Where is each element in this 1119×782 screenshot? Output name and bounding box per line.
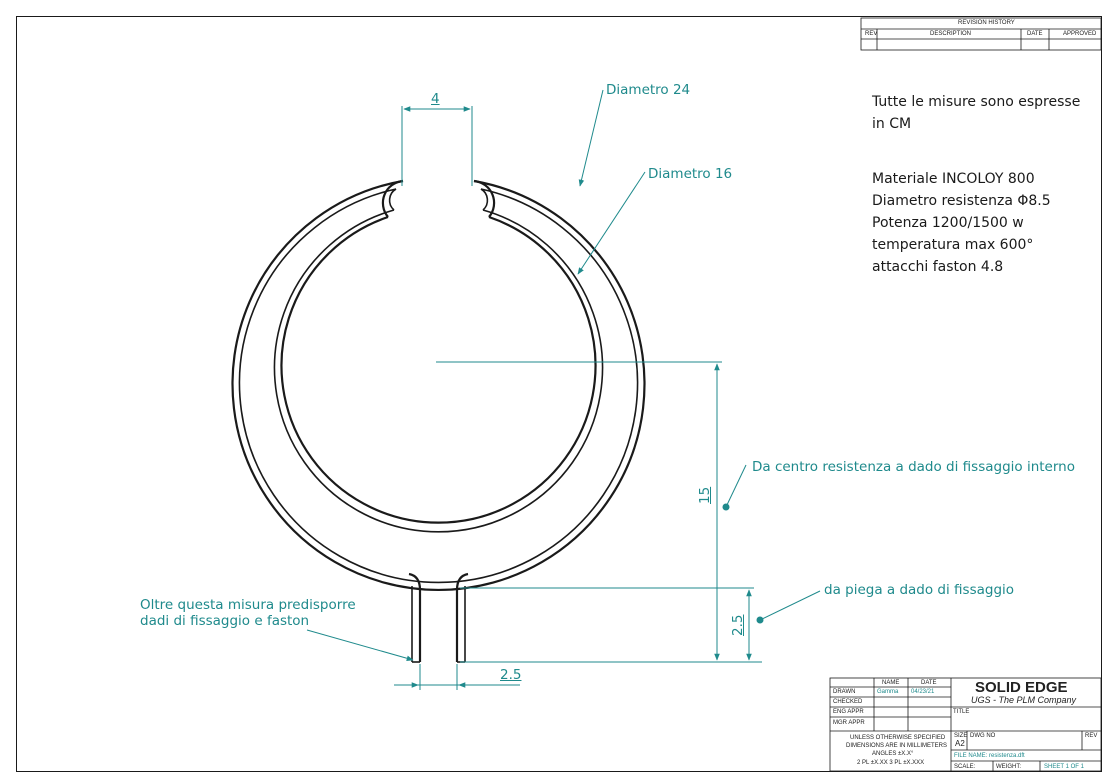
tb-tol-4: 2 PL ±X.XX 3 PL ±X.XXX <box>857 760 925 766</box>
rev-col-rev: REV <box>865 31 878 37</box>
rev-col-approved: APPROVED <box>1063 31 1097 37</box>
spec-faston: attacchi faston 4.8 <box>872 259 1004 275</box>
right-lead <box>455 572 469 662</box>
spec-temperature: temperatura max 600° <box>872 237 1034 253</box>
tb-drawn-name: Gamma <box>877 689 899 695</box>
label-left-note-2: dadi di fissaggio e faston <box>140 613 310 629</box>
label-diam-inner: Diametro 16 <box>648 166 733 182</box>
tb-weight-label: WEIGHT: <box>996 764 1021 770</box>
dim-height-main <box>460 363 762 663</box>
leader-bend <box>759 590 821 621</box>
spec-material: Materiale INCOLOY 800 <box>872 171 1035 187</box>
tb-rev-label: REV <box>1085 733 1098 739</box>
dim-height-small-label: 2.5 <box>730 614 746 636</box>
heater-outer-contour <box>231 179 646 591</box>
tb-drawn-date: 04/23/21 <box>911 689 935 695</box>
left-end-cap-inner <box>388 188 397 211</box>
brand-name: SOLID EDGE <box>975 679 1068 696</box>
leader-left <box>306 629 414 661</box>
leader-diam-inner <box>577 171 646 275</box>
note-units-1: Tutte le misure sono espresse <box>872 94 1081 110</box>
tb-col-name: NAME <box>882 680 900 686</box>
dim-gap <box>401 106 473 186</box>
right-end-cap-inner <box>480 188 489 211</box>
right-end-cap <box>473 179 496 218</box>
tb-col-date: DATE <box>921 680 937 686</box>
note-units-2: in CM <box>872 116 912 132</box>
left-end-cap <box>381 179 404 218</box>
brand-subtitle: UGS - The PLM Company <box>971 695 1077 705</box>
tb-size-value: A2 <box>955 739 965 748</box>
label-bend-note: da piega a dado di fissaggio <box>824 582 1015 598</box>
heater-inner-contour-2 <box>273 209 604 533</box>
label-center-note: Da centro resistenza a dado di fissaggio… <box>752 459 1075 475</box>
dot-center <box>722 503 730 511</box>
tb-row-checked: CHECKED <box>833 699 863 705</box>
tb-tol-2: DIMENSIONS ARE IN MILLIMETERS <box>846 743 948 749</box>
tb-file-name: FILE NAME: resistenza.dft <box>954 753 1025 759</box>
tb-row-eng: ENG APPR <box>833 709 864 715</box>
label-diam-outer: Diametro 24 <box>606 82 691 98</box>
leader-diam-outer <box>578 89 604 187</box>
leader-center <box>725 464 747 508</box>
spec-diameter: Diametro resistenza Φ8.5 <box>872 193 1051 209</box>
spec-power: Potenza 1200/1500 w <box>872 215 1024 231</box>
rev-col-date: DATE <box>1027 31 1043 37</box>
revision-history-title: REVISION HISTORY <box>958 20 1015 26</box>
dim-height-main-label: 15 <box>697 486 713 504</box>
heater-inner-contour <box>280 215 597 524</box>
left-lead <box>408 572 422 662</box>
tb-tol-3: ANGLES ±X.X° <box>872 751 914 757</box>
sheet-border <box>16 16 1102 772</box>
tb-row-drawn: DRAWN <box>833 689 856 695</box>
dim-bottom-label: 2.5 <box>500 667 522 683</box>
label-left-note-1: Oltre questa misura predisporre <box>140 597 356 613</box>
dim-gap-label: 4 <box>431 91 440 107</box>
dot-bend <box>756 616 764 624</box>
tb-sheet: SHEET 1 OF 1 <box>1044 764 1084 770</box>
rev-col-description: DESCRIPTION <box>930 31 972 37</box>
tb-title-label: TITLE <box>953 709 970 715</box>
dim-bottom <box>394 664 520 690</box>
tb-tol-1: UNLESS OTHERWISE SPECIFIED <box>850 735 946 741</box>
tb-row-mgr: MGR APPR <box>833 720 865 726</box>
tb-dwg-label: DWG NO <box>970 733 996 739</box>
tb-scale-label: SCALE: <box>954 764 976 770</box>
tb-size-label: SIZE <box>954 733 968 739</box>
heater-outer-contour-2 <box>238 188 639 584</box>
